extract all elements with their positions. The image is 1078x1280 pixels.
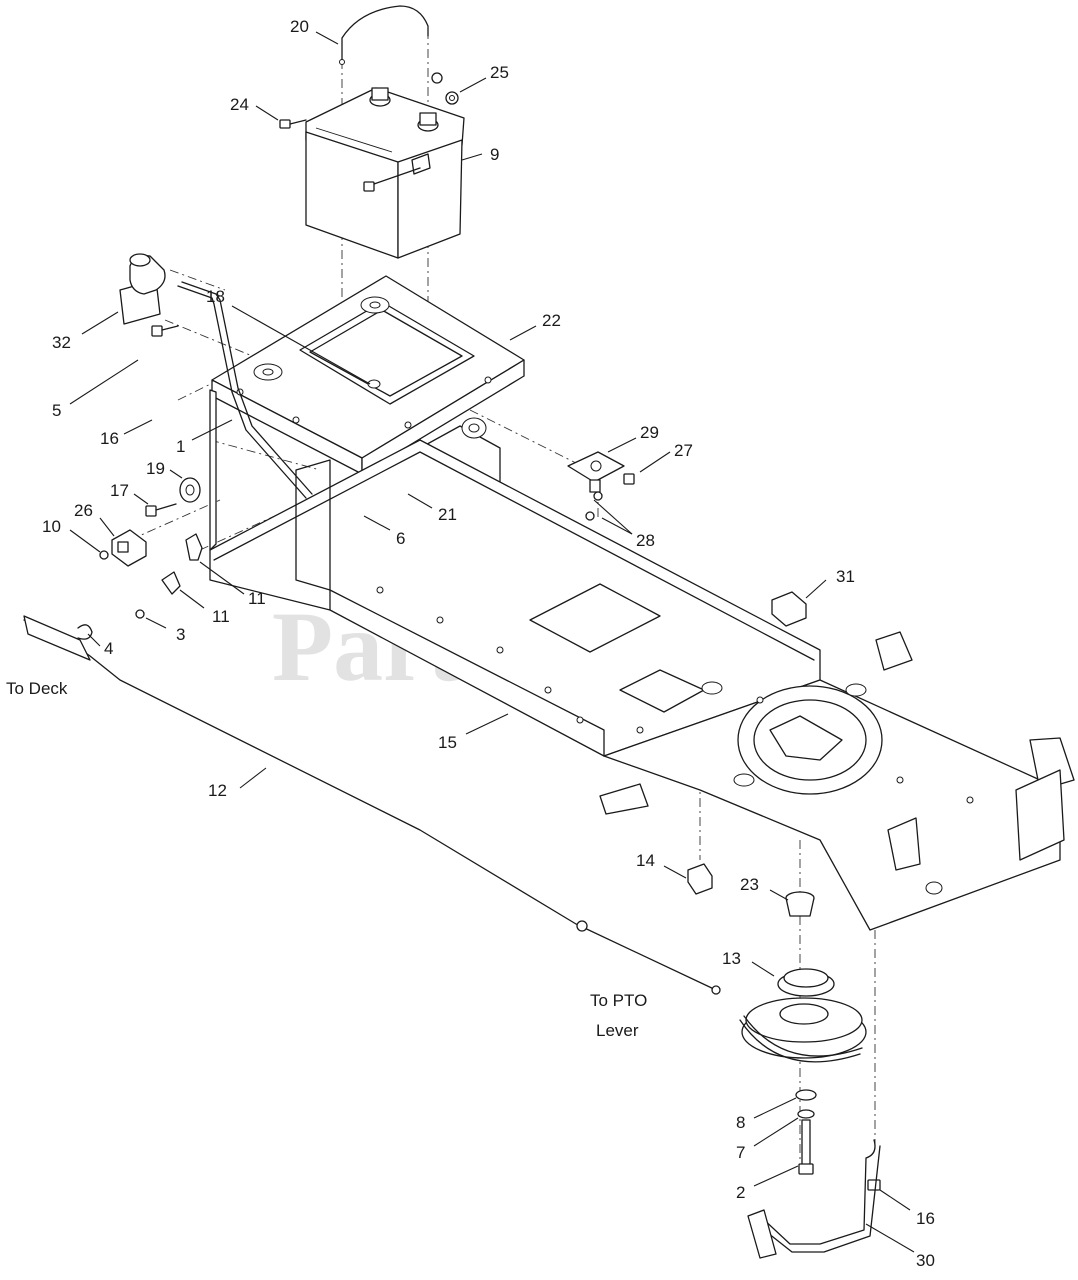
callout-13: 13	[722, 949, 741, 968]
actuator-bracket-lower	[161, 571, 181, 595]
spacer-7	[797, 1109, 815, 1119]
callout-24: 24	[230, 95, 249, 114]
spacer-19	[179, 477, 201, 503]
callout-labels: 20 25 24 9 18 22 32 5 16 1 29 27 19 17 2…	[42, 17, 935, 1270]
idler-bushing	[785, 891, 815, 917]
notes: To Deck To PTO Lever	[6, 679, 647, 1040]
bolt-16-lower	[867, 1179, 881, 1191]
washer-8	[795, 1089, 817, 1101]
screw-10	[99, 550, 109, 560]
screw-3	[135, 609, 145, 619]
callout-19: 19	[146, 459, 165, 478]
drive-belt	[739, 1015, 863, 1063]
note-to-deck: To Deck	[6, 679, 68, 698]
idler-pulley	[741, 968, 867, 1059]
battery-bolt-lower	[363, 167, 421, 192]
actuator-bracket-upper	[185, 533, 203, 561]
note-to-pto-line2: Lever	[596, 1021, 639, 1040]
callout-27: 27	[674, 441, 693, 460]
callout-5: 5	[52, 401, 61, 420]
idler-arm	[747, 1139, 881, 1259]
pto-lever	[177, 281, 313, 499]
main-frame	[209, 389, 1075, 931]
callout-6: 6	[396, 529, 405, 548]
hairpin-4	[77, 624, 93, 640]
callout-18: 18	[206, 287, 225, 306]
wire-connector-31	[771, 591, 807, 627]
note-to-pto-line1: To PTO	[590, 991, 647, 1010]
callout-26: 26	[74, 501, 93, 520]
interlock-switch	[111, 529, 147, 567]
deck-cable	[23, 615, 721, 995]
callout-22: 22	[542, 311, 561, 330]
callout-1: 1	[176, 437, 185, 456]
callout-25: 25	[490, 63, 509, 82]
bolt-27	[623, 473, 635, 485]
callout-2: 2	[736, 1183, 745, 1202]
callout-10: 10	[42, 517, 61, 536]
battery-bolt-24	[279, 119, 307, 129]
callout-16a: 16	[100, 429, 119, 448]
callout-17: 17	[110, 481, 129, 500]
callout-29: 29	[640, 423, 659, 442]
callout-11b: 11	[212, 607, 230, 626]
battery-nut-25	[431, 72, 459, 105]
callout-20: 20	[290, 17, 309, 36]
callout-8: 8	[736, 1113, 745, 1132]
callout-12: 12	[208, 781, 227, 800]
callout-7: 7	[736, 1143, 745, 1162]
fastener-28	[585, 491, 603, 521]
battery	[305, 87, 465, 259]
callout-15: 15	[438, 733, 457, 752]
lever-grip	[129, 253, 166, 295]
callout-21: 21	[438, 505, 457, 524]
callout-14: 14	[636, 851, 655, 870]
callout-31: 31	[836, 567, 855, 586]
callout-4: 4	[104, 639, 113, 658]
seat-switch-14	[687, 863, 713, 895]
battery-terminal-right	[417, 112, 439, 132]
battery-hold-down-rod	[339, 5, 429, 65]
callout-23: 23	[740, 875, 759, 894]
battery-terminal-left	[369, 87, 391, 107]
bolt-17	[145, 503, 177, 517]
callout-3: 3	[176, 625, 185, 644]
callout-30: 30	[916, 1251, 935, 1270]
callout-16b: 16	[916, 1209, 935, 1228]
callout-28: 28	[636, 531, 655, 550]
callout-11a: 11	[248, 589, 266, 608]
leader-lines	[69, 31, 915, 1253]
callout-9: 9	[490, 145, 499, 164]
callout-32: 32	[52, 333, 71, 352]
bolt-2	[798, 1119, 814, 1175]
pto-switch-bracket	[567, 451, 625, 493]
bolt-16-upper	[151, 325, 179, 337]
